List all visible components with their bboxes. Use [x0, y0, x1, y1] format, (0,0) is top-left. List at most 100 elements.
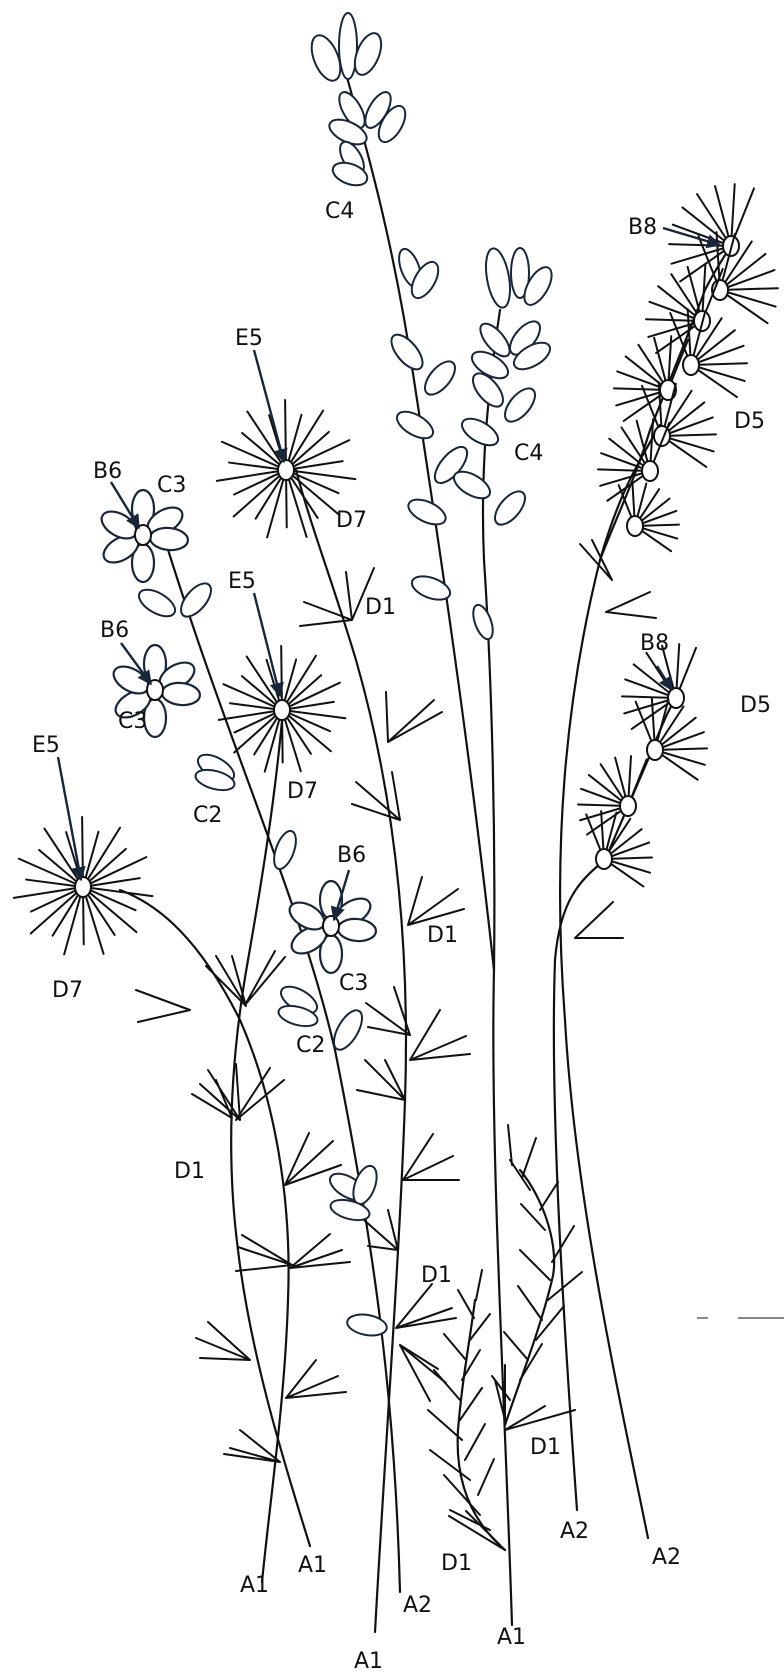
leaf	[393, 406, 438, 443]
leaf	[469, 602, 496, 641]
d1-spike	[206, 956, 246, 1006]
burst-ray	[82, 817, 83, 879]
burst-ray	[285, 400, 286, 462]
label-a1-b: A1	[298, 1553, 327, 1578]
label-d1-a: D1	[365, 595, 396, 620]
label-c4-mid: C4	[514, 441, 543, 466]
burst-ray	[281, 646, 282, 702]
burst-ray	[14, 888, 75, 898]
burst-ray	[292, 432, 329, 465]
d1-spike	[410, 1010, 470, 1060]
d1-spike	[352, 772, 400, 820]
stems	[120, 70, 731, 1632]
leaf	[135, 584, 180, 621]
label-b6-mid: B6	[100, 618, 129, 643]
d1-spike	[366, 987, 410, 1035]
label-e5-left: E5	[32, 733, 60, 758]
label-e5-top: E5	[235, 326, 263, 351]
d1-spike	[236, 1235, 292, 1271]
d1-spike	[136, 990, 190, 1022]
starburst-d7-top	[217, 400, 356, 537]
label-c2-b: C2	[296, 1033, 325, 1058]
d1-spike	[290, 1234, 350, 1268]
burst-center	[274, 700, 290, 720]
label-a1-c: A1	[354, 1649, 383, 1672]
flower-c3-top	[97, 490, 189, 582]
starburst-d7-left	[14, 817, 153, 954]
label-c4-top: C4	[325, 199, 354, 224]
label-a1-d: A1	[497, 1625, 526, 1650]
stem-fern-right	[505, 1170, 554, 1425]
label-d5-low: D5	[740, 693, 771, 718]
leaf	[270, 828, 301, 872]
leaf	[405, 494, 450, 529]
burst-ray	[234, 715, 276, 752]
leaf	[458, 413, 503, 450]
leaf	[328, 1006, 367, 1054]
d1-spikes	[136, 540, 656, 1462]
d1-spike	[403, 1134, 459, 1180]
burst-ray	[282, 718, 283, 762]
label-b8-top: B8	[628, 215, 657, 240]
burst-ray	[217, 471, 278, 481]
leaf	[175, 578, 216, 621]
d1-spike	[245, 951, 285, 1005]
label-d1-b: D1	[427, 923, 458, 948]
d1-spike	[396, 1284, 456, 1328]
petal	[161, 681, 201, 706]
label-d1-e: D1	[530, 1435, 561, 1460]
d1-spike	[400, 1345, 446, 1401]
label-d7-mid: D7	[287, 779, 318, 804]
leaf	[419, 356, 460, 399]
burst-ray	[286, 478, 287, 527]
petal	[149, 526, 189, 551]
label-c3-low: C3	[339, 971, 368, 996]
leaf	[346, 1312, 389, 1339]
leaf	[499, 383, 540, 426]
label-a2-c: A2	[652, 1545, 681, 1570]
stem-a2-right-far	[560, 425, 660, 1538]
flower-center	[135, 525, 151, 545]
burst-ray	[288, 715, 331, 751]
label-d5-top: D5	[734, 409, 765, 434]
bud-node	[642, 461, 658, 481]
bud-node	[627, 516, 643, 536]
label-c3-top: C3	[157, 473, 186, 498]
label-b6-low: B6	[337, 843, 366, 868]
bud-node	[647, 740, 663, 760]
d1-spike	[357, 1060, 405, 1100]
bud-ray	[669, 244, 731, 246]
burst-center	[75, 877, 91, 897]
stem-a1-left-2	[231, 710, 310, 1546]
label-e5-mid: E5	[228, 569, 256, 594]
petal	[337, 917, 377, 942]
label-d7-top: D7	[336, 508, 367, 533]
label-b8-low: B8	[640, 631, 669, 656]
label-a2-b: A2	[560, 1519, 589, 1544]
d1-spike	[224, 1430, 280, 1462]
d1-spike	[196, 1322, 250, 1360]
bud-node	[620, 796, 636, 816]
burst-ray	[89, 849, 126, 882]
arrow-e5-left	[58, 757, 81, 880]
leaf	[489, 486, 530, 529]
burst-ray	[292, 475, 339, 515]
burst-ray	[89, 892, 136, 932]
label-a2-a: A2	[403, 1593, 432, 1618]
burst-ray	[31, 892, 77, 933]
label-d1-f: D1	[441, 1551, 472, 1576]
label-c3-mid: C3	[118, 709, 147, 734]
d1-spike	[575, 902, 623, 938]
d1-spike	[386, 692, 442, 742]
label-b6-top: B6	[93, 459, 122, 484]
d1-spike	[408, 877, 464, 925]
burst-center	[278, 460, 294, 480]
label-c2-a: C2	[193, 803, 222, 828]
leaf	[482, 247, 514, 310]
stem-fern-left	[458, 1300, 505, 1550]
bud-node	[596, 849, 612, 869]
fern-fronds	[428, 1125, 582, 1550]
label-a1-a: A1	[240, 1573, 269, 1598]
flower-center	[323, 916, 339, 936]
